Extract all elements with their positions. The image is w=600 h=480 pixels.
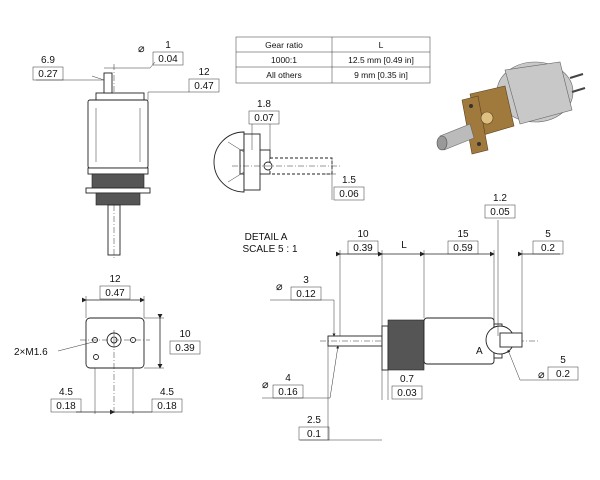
gear-ratio-table: Gear ratio L 1000:1 12.5 mm [0.49 in] Al… [235, 36, 431, 84]
dim-boss-symbol: ⌀ [262, 379, 269, 391]
dim-bushing-symbol: ⌀ [538, 369, 545, 381]
dim-shaft-length-in: 0.39 [353, 243, 373, 254]
dim-terminal-thick-mm: 1.2 [493, 193, 507, 204]
dim-terminal-thick-in: 0.05 [490, 207, 510, 218]
dim-hole-left-mm: 4.5 [59, 387, 73, 398]
dim-detail-depth-in: 0.06 [339, 189, 359, 200]
front-view: ⌀ 1 0.04 6.9 0.27 12 0.47 [32, 40, 220, 258]
side-view: A 10 0.39 L 15 0.59 1.2 0.05 5 0.2 ⌀ 3 [262, 193, 579, 441]
dim-end-height-mm: 10 [179, 329, 191, 340]
dim-hole-right-in: 0.18 [157, 401, 177, 412]
dim-detail-width-mm: 1.8 [257, 99, 271, 110]
dim-plate-in: 0.03 [397, 388, 417, 399]
dim-shaft-side-symbol: ⌀ [276, 281, 283, 293]
dim-front-width-in: 0.47 [194, 81, 214, 92]
dim-shaft-dia-in: 0.04 [158, 54, 178, 65]
dim-shaft-side-mm: 3 [303, 275, 309, 286]
dim-front-width-mm: 12 [198, 67, 210, 78]
dim-boss-length-mm: 2.5 [307, 415, 321, 426]
table-cell-ratio-1: 1000:1 [271, 55, 297, 65]
dim-hole-left-in: 0.18 [56, 401, 76, 412]
dim-shaft-dia-mm: 1 [165, 40, 171, 51]
dim-gearbox-length-label: L [401, 240, 407, 251]
dim-flat-in: 0.27 [38, 69, 58, 80]
dim-terminal-length-in: 0.2 [541, 243, 555, 254]
dim-end-width-in: 0.47 [105, 288, 125, 299]
dim-plate-mm: 0.7 [400, 374, 414, 385]
dim-shaft-length-mm: 10 [357, 229, 369, 240]
dim-boss-mm: 4 [285, 373, 291, 384]
table-header-L: L [379, 40, 384, 50]
dim-boss-length-in: 0.1 [307, 429, 321, 440]
dim-boss-in: 0.16 [278, 387, 298, 398]
thread-callout: 2×M1.6 [14, 347, 48, 358]
table-cell-length-2: 9 mm [0.35 in] [354, 70, 408, 80]
gearmotor-render [436, 61, 586, 155]
detail-a-ref: A [476, 346, 483, 357]
table-cell-ratio-2: All others [266, 70, 301, 80]
detail-title: DETAIL A [245, 232, 288, 243]
end-view: 12 0.47 10 0.39 2×M1.6 4.5 0.18 4.5 0.18 [14, 274, 201, 415]
dim-motor-length-in: 0.59 [453, 243, 473, 254]
dim-shaft-side-in: 0.12 [296, 289, 316, 300]
table-cell-length-1: 12.5 mm [0.49 in] [348, 55, 414, 65]
dim-bushing-in: 0.2 [556, 369, 570, 380]
dim-detail-width-in: 0.07 [254, 113, 274, 124]
dim-flat-mm: 6.9 [41, 55, 55, 66]
detail-scale: SCALE 5 : 1 [242, 244, 297, 255]
dim-shaft-dia-symbol: ⌀ [138, 43, 145, 55]
dim-detail-depth-mm: 1.5 [342, 175, 356, 186]
dim-motor-length-mm: 15 [457, 229, 469, 240]
dim-end-width-mm: 12 [109, 274, 121, 285]
detail-a-view: 1.8 0.07 1.5 0.06 DETAIL A SCALE 5 : 1 [213, 99, 365, 255]
table-header-gear-ratio: Gear ratio [265, 40, 303, 50]
dim-bushing-mm: 5 [560, 355, 566, 366]
dim-hole-right-mm: 4.5 [160, 387, 174, 398]
dim-end-height-in: 0.39 [175, 343, 195, 354]
dim-terminal-length-mm: 5 [545, 229, 551, 240]
